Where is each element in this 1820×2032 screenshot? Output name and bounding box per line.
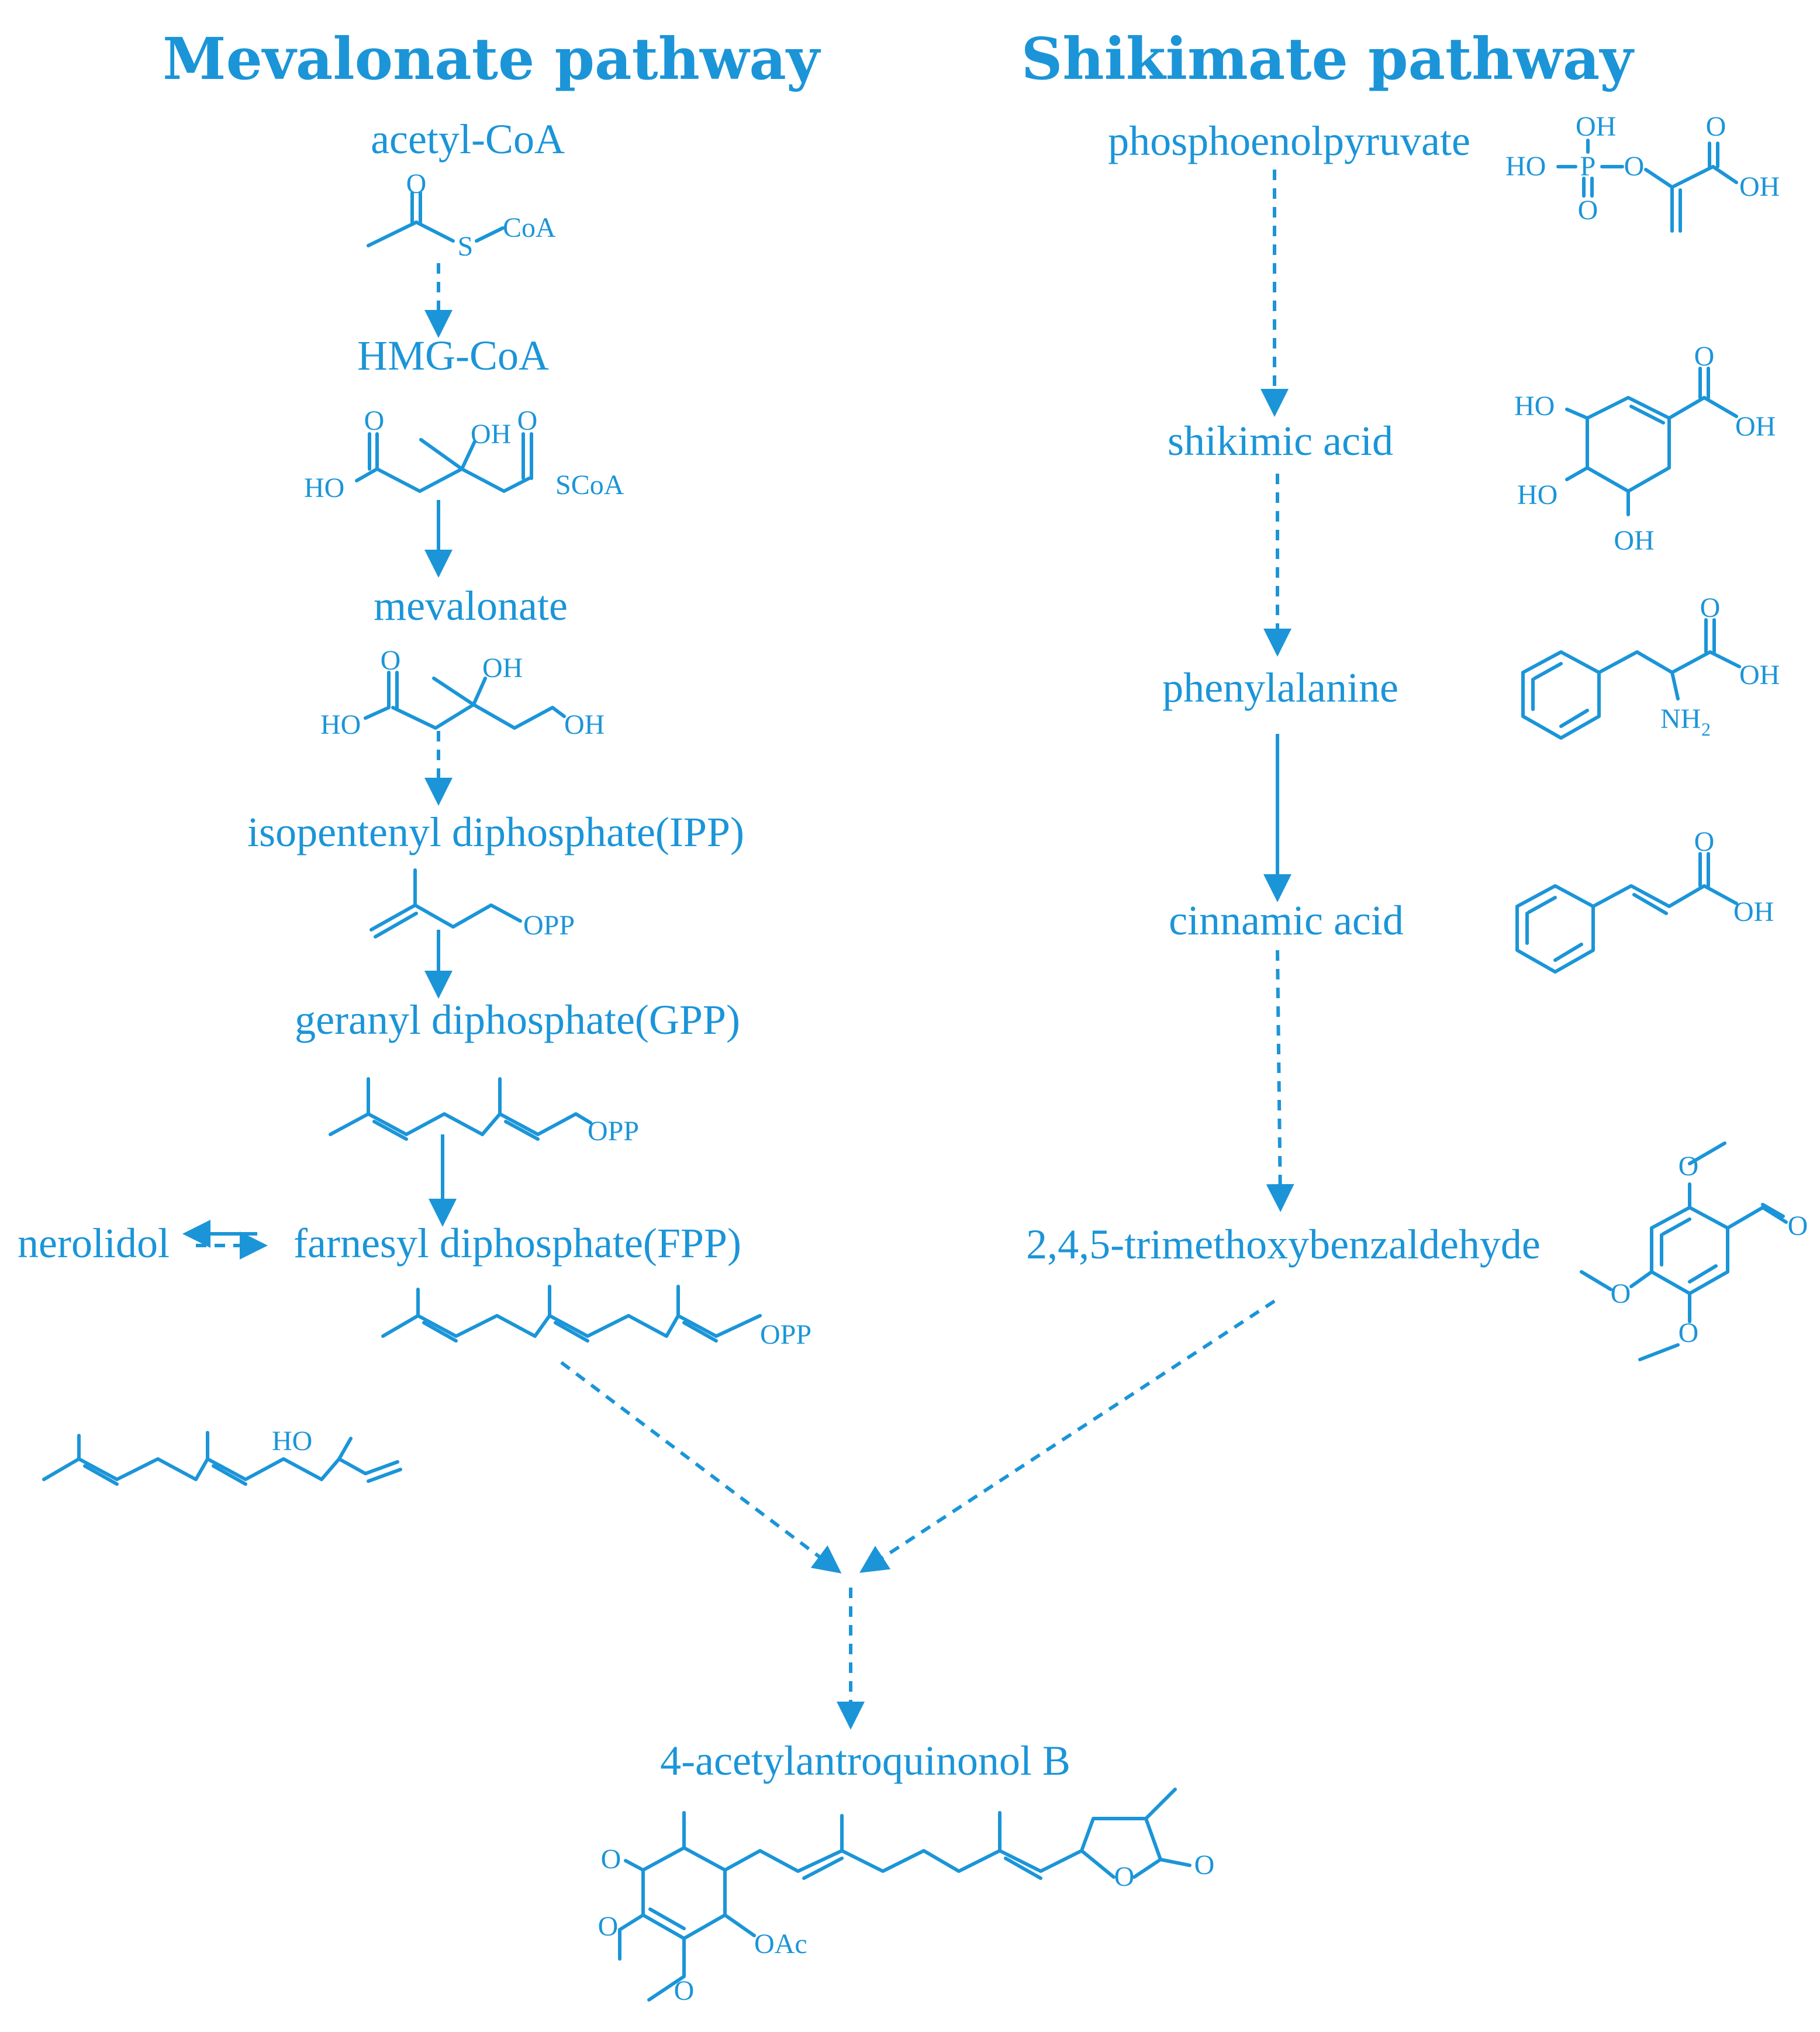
atom-o: O (1194, 1850, 1215, 1881)
mevalonate-title: Mevalonate pathway (163, 26, 821, 93)
ipp-structure: OPP (369, 868, 575, 941)
atom-oh: OH (1614, 525, 1654, 556)
atom-oh: OH (1735, 411, 1776, 442)
atom-o: O (1788, 1210, 1808, 1241)
atom-oh: OH (1576, 111, 1616, 142)
atom-ho: HO (272, 1426, 312, 1457)
hmg-coa-label: HMG-CoA (357, 332, 549, 379)
atom-o: O (674, 1975, 695, 2006)
arrow-fpp-to-convergence (560, 1361, 842, 1574)
gpp-structure: OPP (329, 1077, 639, 1147)
arrow-tmb-to-convergence (859, 1299, 1276, 1573)
atom-o: O (517, 405, 538, 436)
atom-o: O (1624, 151, 1645, 182)
atom-oh: OH (1739, 660, 1780, 691)
phenylalanine-structure: O OH NH 2 (1521, 592, 1780, 740)
atom-sub-2: 2 (1701, 719, 1711, 740)
cinnamic-acid-label: cinnamic acid (1169, 897, 1404, 944)
atom-nh2: NH (1660, 703, 1701, 734)
phenylalanine-label: phenylalanine (1162, 664, 1398, 711)
atom-ho: HO (1517, 479, 1557, 510)
atom-opp: OPP (523, 910, 575, 941)
atom-o: O (1706, 111, 1726, 142)
pep-structure: OH HO P O O O OH (1505, 111, 1780, 233)
hmg-coa-structure: O HO OH O SCoA (304, 405, 624, 503)
atom-o: O (1679, 1317, 1699, 1348)
gpp-label: geranyl diphosphate(GPP) (295, 996, 740, 1043)
nerolidol-label: nerolidol (18, 1220, 170, 1267)
atom-oh: OH (564, 709, 605, 740)
atom-o: O (1114, 1861, 1135, 1892)
atom-ho: HO (320, 709, 361, 740)
fpp-label: farnesyl diphosphate(FPP) (293, 1220, 741, 1267)
cinnamic-acid-structure: O OH (1515, 826, 1774, 974)
fpp-structure: OPP (381, 1285, 811, 1350)
atom-o: O (1694, 341, 1715, 372)
nerolidol-fpp-equilibrium (182, 1220, 268, 1260)
atom-o: O (1679, 1151, 1699, 1182)
product-structure: O O O O O OAc (598, 1788, 1215, 2006)
mevalonate-label: mevalonate (374, 582, 568, 629)
arrow-cinnamic-to-tmb (1266, 950, 1294, 1212)
pep-label: phosphoenolpyruvate (1108, 118, 1470, 164)
tmb-structure: O O O O (1580, 1141, 1808, 1361)
atom-oh: OH (482, 653, 523, 684)
atom-o: O (406, 168, 427, 199)
tmb-label: 2,4,5-trimethoxybenzaldehyde (1026, 1221, 1541, 1268)
product-label: 4-acetylantroquinonol B (660, 1737, 1070, 1784)
atom-opp: OPP (588, 1116, 639, 1147)
atom-ho: HO (1514, 391, 1555, 422)
ipp-label: isopentenyl diphosphate(IPP) (247, 809, 744, 855)
shikimic-acid-label: shikimic acid (1168, 418, 1393, 464)
atom-ho: HO (1505, 151, 1546, 182)
atom-oac: OAc (754, 1928, 807, 1959)
shikimate-title: Shikimate pathway (1021, 26, 1635, 93)
atom-p: P (1580, 151, 1596, 182)
atom-o: O (364, 405, 385, 436)
atom-o: O (381, 645, 401, 676)
nerolidol-structure: HO (42, 1426, 402, 1486)
atom-oh: OH (1739, 171, 1780, 202)
atom-o: O (1611, 1278, 1631, 1309)
atom-o: O (1700, 592, 1721, 623)
atom-opp: OPP (760, 1319, 811, 1350)
acetyl-coa-label: acetyl-CoA (371, 116, 565, 163)
atom-scoa: SCoA (555, 470, 624, 501)
atom-o: O (1578, 195, 1598, 226)
atom-oh: OH (471, 419, 511, 450)
atom-o: O (598, 1911, 619, 1942)
acetyl-coa-structure: O S CoA (367, 168, 556, 262)
atom-o: O (601, 1844, 621, 1875)
shikimic-acid-structure: O OH HO HO OH (1514, 341, 1776, 556)
atom-o: O (1694, 826, 1715, 857)
mevalonate-structure: O HO OH OH (320, 645, 605, 740)
atom-coa: CoA (503, 212, 556, 243)
atom-s: S (458, 231, 474, 262)
atom-oh: OH (1733, 896, 1774, 927)
atom-ho: HO (304, 472, 344, 503)
